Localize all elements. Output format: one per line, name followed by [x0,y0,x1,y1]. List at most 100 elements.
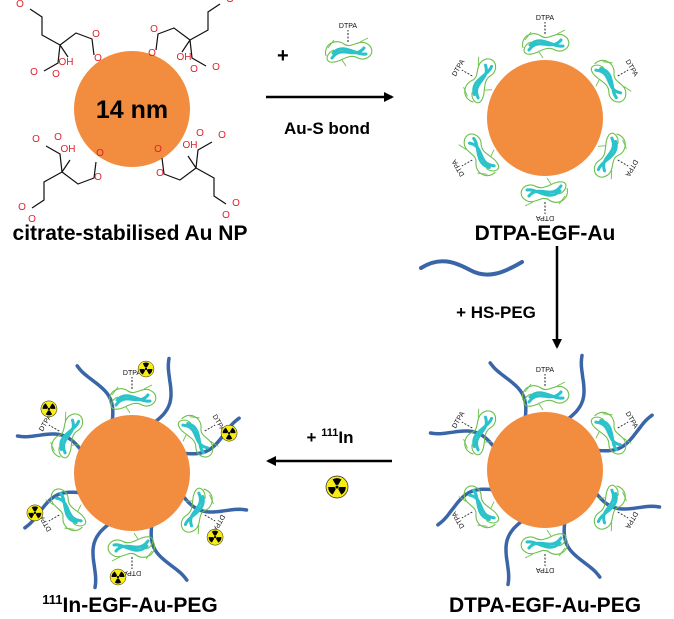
atom-label: O [96,148,104,159]
radiation-icon [40,400,58,418]
radiation-icon [220,424,238,442]
atom-label: O [148,48,156,59]
step2-label: + HS-PEG [456,303,536,322]
dtpa-linker [617,511,629,519]
gold-core [74,415,190,531]
atom-label: O [232,198,240,209]
peg-chain [149,519,189,582]
peg-chain [178,490,249,514]
radiation-icon [325,475,349,499]
radiation-icon [325,475,349,499]
gold-core [487,412,603,528]
caption-citrate: citrate-stabilised Au NP [13,222,248,245]
dtpa-label: DTPA [451,158,466,178]
egf-protein-icon: DTPA [109,360,157,414]
radiation-icon [137,360,155,378]
atom-label: O [154,144,162,155]
dtpa-label: DTPA [536,566,554,573]
peg-chain [91,519,115,590]
dtpa-linker [204,424,216,432]
egf-protein-icon: DTPA [107,532,155,586]
peg-chain [562,353,586,424]
atom-label: O [94,172,102,183]
peg-chain [591,487,662,511]
radiation-icon [26,504,44,522]
gold-core [487,60,603,176]
dtpa-linker [461,69,473,77]
egf-protein-icon: DTPA [520,177,568,221]
dtpa-label: DTPA [536,367,554,374]
atom-label: O [212,62,220,73]
dtpa-label: DTPA [623,510,638,530]
gold-core-citrate [74,51,190,167]
caption-in-egf-peg: 111In-EGF-Au-PEG [42,592,217,617]
caption-egf-peg: DTPA-EGF-Au-PEG [449,594,641,617]
peg-chain [149,356,173,427]
atom-label: O [54,132,62,143]
atom-label: O [156,168,164,179]
atom-label: O [94,53,102,64]
atom-label: OH [183,140,198,151]
egf-protein-icon: DTPA [520,529,568,573]
dtpa-label: DTPA [536,214,554,221]
dtpa-linker [461,159,473,167]
dtpa-label: DTPA [123,370,141,377]
dtpa-label: DTPA [624,59,639,79]
atom-label: OH [177,52,192,63]
egf-protein-icon: DTPA [522,367,570,411]
atom-label: OH [59,57,74,68]
dtpa-label: DTPA [123,569,141,576]
peg-chain [504,516,528,587]
peg-chain [591,413,654,453]
step1-label: Au-S bond [284,119,370,138]
dtpa-linker [461,511,473,519]
dtpa-linker [617,69,629,77]
egf-protein-icon: DTPA [325,23,373,67]
dtpa-linker [48,514,60,522]
dtpa-label: DTPA [624,411,639,431]
atom-label: O [32,134,40,145]
peg-chain [562,516,602,579]
radiation-icon [206,528,224,546]
atom-label: O [218,130,226,141]
free-dtpa-egf-protein: DTPA [325,23,373,67]
peg-chain [488,361,528,424]
citrate-stabilised-nanoparticle: OOOOOOOHOOOOOOOHOOOOOOOHOOOOOOOH [16,0,240,225]
atom-label: O [28,214,36,225]
atom-label: O [30,67,38,78]
atom-label: O [52,69,60,80]
atom-label: O [92,29,100,40]
atom-label: O [16,0,24,10]
step3-label: + 111In [307,427,354,447]
dtpa-linker [617,421,629,429]
dtpa-label: DTPA [536,15,554,22]
plus-sign: + [277,45,289,67]
atom-label: O [18,202,26,213]
dtpa-label: DTPA [451,510,466,530]
atom-label: O [222,210,230,221]
atom-label: O [190,64,198,75]
dtpa-egf-au-peg-nanoparticle: DTPA DTPA DTPA DTPA DTPA DTPA [428,353,662,587]
dtpa-label: DTPA [339,23,357,30]
dtpa-linker [204,514,216,522]
peg-chain [75,364,115,427]
peg-chain [428,429,499,453]
size-label: 14 nm [96,96,168,124]
atom-label: OH [61,144,76,155]
dtpa-linker [617,159,629,167]
peg-chain [436,487,499,527]
radiation-icon [109,568,127,586]
atom-label: O [196,128,204,139]
dtpa-linker [48,424,60,432]
dtpa-label: DTPA [451,410,466,430]
atom-label: O [226,0,234,5]
dtpa-linker [461,421,473,429]
caption-egf: DTPA-EGF-Au [475,222,616,245]
dtpa-label: DTPA [623,158,638,178]
peg-chain-icon [419,259,524,277]
